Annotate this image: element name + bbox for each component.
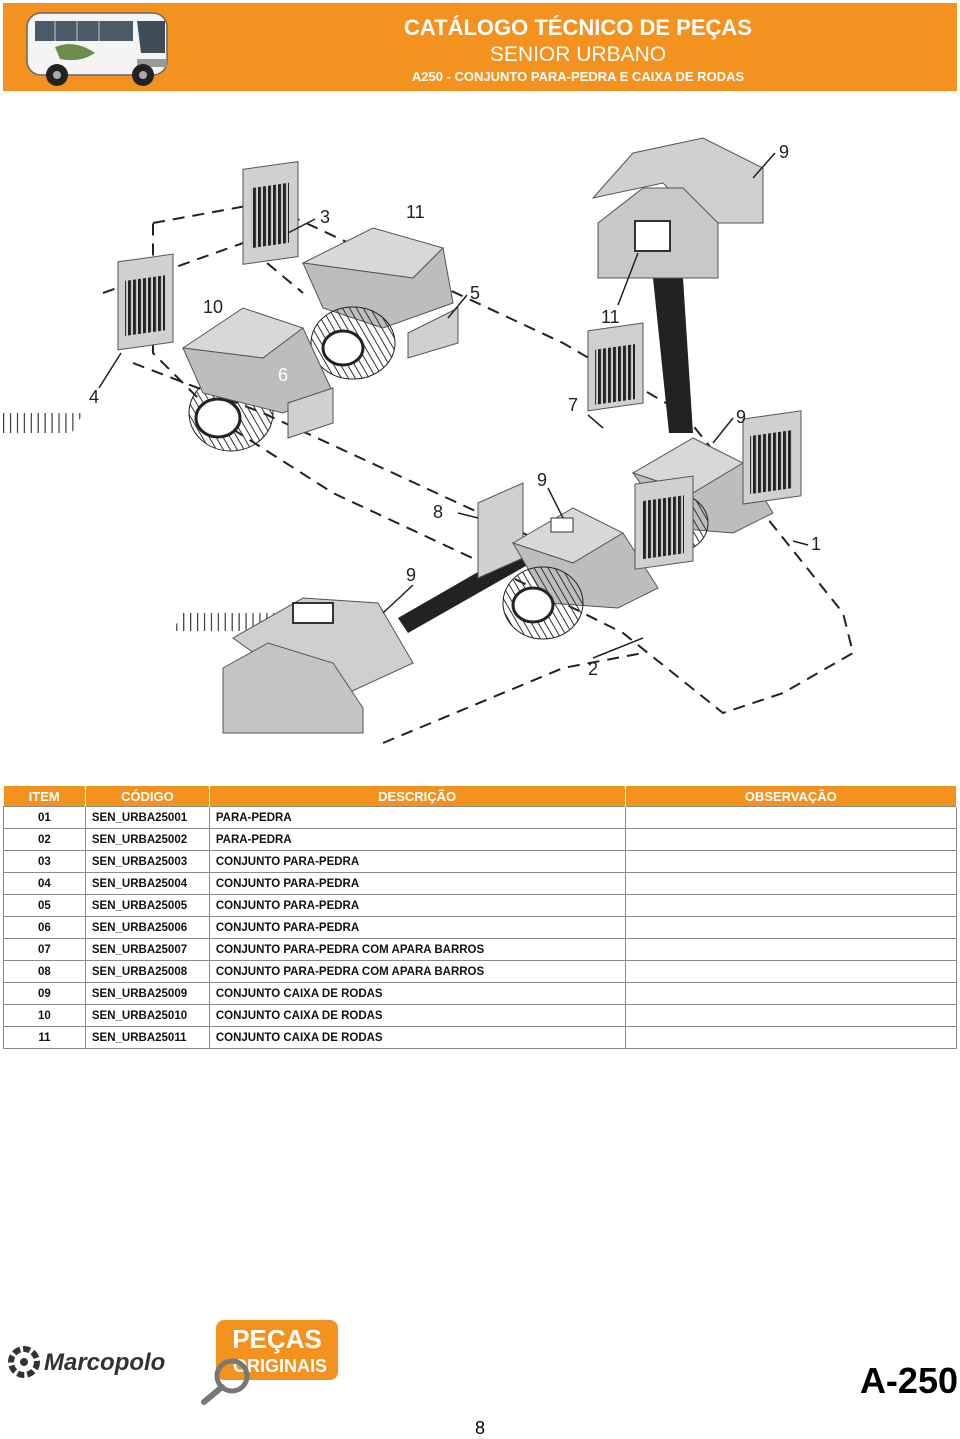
col-header-descricao: DESCRIÇÃO (209, 786, 626, 807)
cell-codigo: SEN_URBA25010 (84, 1004, 210, 1027)
cell-observacao (624, 916, 958, 939)
callout-7: 7 (568, 395, 578, 415)
exploded-parts-diagram: 1 2 3 4 5 6 7 8 9 9 9 9 10 11 11 (3, 137, 855, 744)
page-number: 8 (474, 1418, 485, 1438)
cell-observacao (624, 1004, 958, 1027)
cell-descricao: CONJUNTO PARA-PEDRA (208, 850, 626, 873)
cell-codigo: SEN_URBA25006 (84, 916, 210, 939)
cell-descricao: CONJUNTO PARA-PEDRA (208, 916, 626, 939)
cell-codigo: SEN_URBA25004 (84, 872, 210, 895)
svg-text:PEÇAS: PEÇAS (232, 1324, 322, 1354)
cell-descricao: CONJUNTO PARA-PEDRA (208, 894, 626, 917)
callout-3: 3 (320, 207, 330, 227)
callout-11b: 11 (601, 307, 620, 327)
cell-observacao (624, 828, 958, 851)
table-header-row: ITEM CÓDIGO DESCRIÇÃO OBSERVAÇÃO (3, 786, 958, 807)
cell-observacao (624, 1026, 958, 1049)
cell-item: 02 (3, 828, 86, 851)
cell-descricao: PARA-PEDRA (208, 806, 626, 829)
callout-6: 6 (278, 365, 288, 385)
cell-descricao: CONJUNTO PARA-PEDRA COM APARA BARROS (208, 938, 626, 961)
callout-9d: 9 (406, 565, 416, 585)
cell-observacao (624, 960, 958, 983)
cell-descricao: CONJUNTO CAIXA DE RODAS (208, 1004, 626, 1027)
cell-item: 09 (3, 982, 86, 1005)
cell-observacao (624, 938, 958, 961)
section-title: A250 - CONJUNTO PARA-PEDRA E CAIXA DE RO… (411, 69, 745, 84)
model-name: SENIOR URBANO (489, 43, 667, 66)
col-header-observacao: OBSERVAÇÃO (625, 786, 958, 807)
callout-5: 5 (470, 283, 480, 303)
cell-item: 01 (3, 806, 86, 829)
wheelhouse-9-top (591, 137, 764, 279)
svg-text:ORIGINAIS: ORIGINAIS (233, 1356, 327, 1376)
cell-observacao (624, 982, 958, 1005)
cell-descricao: PARA-PEDRA (208, 828, 626, 851)
cell-item: 03 (3, 850, 86, 873)
callout-10: 10 (203, 297, 223, 317)
wheelhouse-11-left (301, 227, 454, 329)
page-header: CATÁLOGO TÉCNICO DE PEÇAS SENIOR URBANO … (3, 3, 957, 91)
cell-codigo: SEN_URBA25011 (84, 1026, 210, 1049)
catalog-title: CATÁLOGO TÉCNICO DE PEÇAS (404, 15, 752, 40)
wheelhouse-9-bottom (222, 597, 414, 734)
svg-text:Marcopolo: Marcopolo (44, 1349, 165, 1376)
cell-item: 08 (3, 960, 86, 983)
cell-observacao (624, 850, 958, 873)
cell-codigo: SEN_URBA25009 (84, 982, 210, 1005)
col-header-codigo: CÓDIGO (85, 786, 210, 807)
cell-observacao (624, 806, 958, 829)
marcopolo-logo: Marcopolo (8, 1346, 165, 1378)
callout-9b: 9 (736, 407, 746, 427)
cell-item: 10 (3, 1004, 86, 1027)
cell-descricao: CONJUNTO CAIXA DE RODAS (208, 1026, 626, 1049)
callout-9c: 9 (537, 470, 547, 490)
cell-descricao: CONJUNTO PARA-PEDRA COM APARA BARROS (208, 960, 626, 983)
cell-codigo: SEN_URBA25002 (84, 828, 210, 851)
callout-11a: 11 (406, 202, 425, 222)
callout-2: 2 (588, 659, 598, 679)
bus-image (26, 12, 168, 86)
cell-descricao: CONJUNTO PARA-PEDRA (208, 872, 626, 895)
cell-item: 06 (3, 916, 86, 939)
cell-codigo: SEN_URBA25003 (84, 850, 210, 873)
cell-codigo: SEN_URBA25001 (84, 806, 210, 829)
cell-codigo: SEN_URBA25008 (84, 960, 210, 983)
wheelhouse-10 (181, 307, 334, 414)
cell-observacao (624, 872, 958, 895)
cell-item: 05 (3, 894, 86, 917)
callout-8: 8 (433, 502, 443, 522)
cell-codigo: SEN_URBA25005 (84, 894, 210, 917)
callout-9a: 9 (779, 142, 789, 162)
pecas-originais-logo: PEÇAS ORIGINAIS (201, 1320, 338, 1405)
col-header-item: ITEM (3, 786, 86, 807)
cell-observacao (624, 894, 958, 917)
page-code: A-250 (859, 1360, 958, 1401)
callout-4: 4 (89, 387, 99, 407)
cell-descricao: CONJUNTO CAIXA DE RODAS (208, 982, 626, 1005)
cell-item: 04 (3, 872, 86, 895)
cell-item: 07 (3, 938, 86, 961)
cell-codigo: SEN_URBA25007 (84, 938, 210, 961)
callout-1: 1 (811, 534, 821, 554)
cell-item: 11 (3, 1026, 86, 1049)
